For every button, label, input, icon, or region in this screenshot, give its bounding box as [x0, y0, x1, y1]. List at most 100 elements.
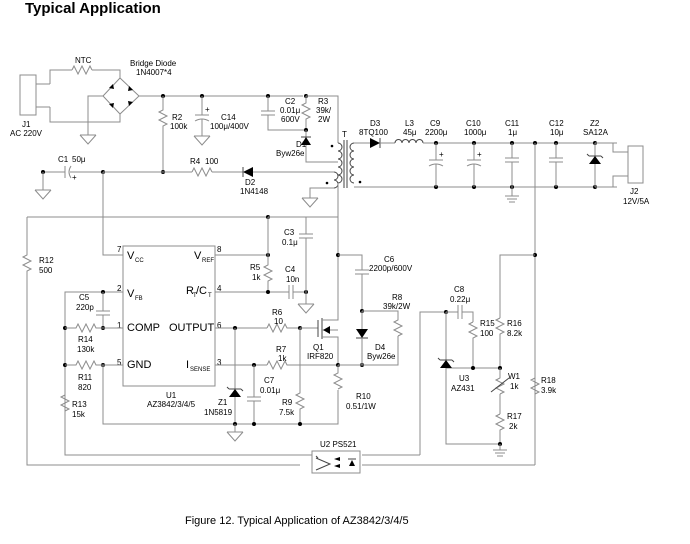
resistor-r17: R17 2k — [494, 412, 522, 444]
r11-value: 820 — [78, 383, 92, 392]
pin-comp: COMP — [127, 322, 160, 334]
r2-label: R2 — [172, 113, 183, 122]
r5-label: R5 — [250, 263, 261, 272]
optocoupler-u2: U2 PS521 — [311, 440, 361, 474]
r14-value: 130k — [77, 345, 95, 354]
t-label: T — [342, 130, 347, 139]
c1-label: C1 — [58, 155, 69, 164]
r12-label: R12 — [39, 256, 54, 265]
pin-8-num: 8 — [217, 245, 222, 254]
resistor-r14: R14 130k — [65, 322, 123, 354]
ntc-label: NTC — [75, 56, 92, 65]
c7-value: 0.01μ — [260, 386, 281, 395]
pin-ct-sub: T — [208, 293, 212, 299]
resistor-r4: R4 100 — [190, 157, 219, 178]
pin-gnd: GND — [127, 359, 152, 371]
r14-label: R14 — [78, 335, 93, 344]
pin-vcc: V — [127, 250, 135, 262]
z2-value: SA12A — [583, 128, 609, 137]
r4-value: 100 — [205, 157, 219, 166]
shunt-regulator-u3: U3 AZ431 — [437, 312, 500, 445]
pin-3-num: 3 — [217, 358, 222, 367]
ntc-thermistor: NTC — [71, 56, 93, 76]
resistor-r15: R15 100 — [467, 319, 495, 368]
c2-value: 0.01μ — [280, 106, 301, 115]
resistor-r3: R3 39k/ 2W — [300, 96, 332, 132]
pin-1-num: 1 — [117, 321, 122, 330]
capacitor-c4: C4 10n — [285, 265, 306, 299]
c12-value: 10μ — [550, 128, 564, 137]
c9-value: 2200μ — [425, 128, 448, 137]
bridge-label: Bridge Diode — [130, 59, 177, 68]
figure-caption: Figure 12. Typical Application of AZ3842… — [185, 515, 409, 527]
pin-vref: V — [194, 250, 202, 262]
c9-label: C9 — [430, 119, 441, 128]
r9-label: R9 — [282, 398, 293, 407]
pin-isense-sub: SENSE — [190, 367, 210, 373]
c12-label: C12 — [549, 119, 564, 128]
r12-value: 500 — [39, 266, 53, 275]
capacitor-c11: C11 1μ — [504, 119, 520, 203]
connector-j1: J1 AC 220V — [10, 74, 50, 138]
capacitor-c2: C2 0.01μ 600V — [261, 96, 306, 131]
r16-value: 8.2k — [507, 329, 523, 338]
r7-label: R7 — [276, 345, 287, 354]
capacitor-c9: + C9 2200μ — [425, 119, 448, 187]
capacitor-c5: C5 220p — [76, 292, 110, 328]
diode-d3: D3 8TQ100 — [359, 119, 388, 148]
d2-value: 1N4148 — [240, 187, 269, 196]
u1-label: U1 — [166, 391, 177, 400]
u1-value: AZ3842/3/4/5 — [147, 400, 196, 409]
connector-j2: J2 12V/5A — [595, 142, 650, 206]
r13-value: 15k — [72, 410, 86, 419]
q1-label: Q1 — [313, 343, 324, 352]
j1-value: AC 220V — [10, 129, 43, 138]
c7-label: C7 — [264, 376, 275, 385]
diode-d1: D1 Byw26e — [276, 130, 338, 163]
r16-label: R16 — [507, 319, 522, 328]
resistor-r6: R6 10 — [266, 308, 300, 334]
pin-isense: I — [186, 359, 189, 371]
c14-value: 100μ/400V — [210, 122, 250, 131]
w1-label: W1 — [508, 372, 521, 381]
pin-vcc-sub: CC — [135, 258, 144, 264]
c10-label: C10 — [466, 119, 481, 128]
d4-label: D4 — [375, 343, 386, 352]
d3-value: 8TQ100 — [359, 128, 388, 137]
r15-value: 100 — [480, 329, 494, 338]
inductor-l3: L3 45μ — [394, 119, 424, 144]
diode-d2: D2 1N4148 — [240, 167, 334, 196]
r3-value: 39k/ — [316, 106, 332, 115]
c6-label: C6 — [384, 255, 395, 264]
pin-vref-sub: REF — [202, 258, 214, 264]
resistor-r5: R5 1k — [250, 263, 261, 282]
pin-rtct: R — [186, 285, 194, 297]
resistor-r11: R11 820 — [65, 359, 123, 392]
c4-value: 10n — [286, 275, 299, 284]
l3-label: L3 — [405, 119, 414, 128]
resistor-r18: R18 3.9k — [529, 376, 557, 395]
d2-label: D2 — [245, 178, 256, 187]
resistor-r7: R7 1k — [266, 345, 338, 371]
r13-label: R13 — [72, 400, 87, 409]
resistor-r2: R2 100k — [157, 96, 188, 170]
potentiometer-w1: W1 1k — [490, 368, 521, 414]
resistor-r8: R8 39k/2W — [362, 293, 411, 337]
r2-value: 100k — [170, 122, 188, 131]
capacitor-c3: C3 0.1μ — [268, 216, 313, 304]
capacitor-c6: C6 2200p/600V — [355, 255, 413, 311]
page-title: Typical Application — [25, 0, 161, 17]
resistor-r9: R9 7.5k — [279, 328, 306, 424]
diode-d4: D4 Byw26e — [356, 311, 396, 365]
z2-label: Z2 — [590, 119, 600, 128]
pin-5-num: 5 — [117, 358, 122, 367]
l3-value: 45μ — [403, 128, 417, 137]
u3-value: AZ431 — [451, 384, 475, 393]
d1-label: D1 — [296, 140, 307, 149]
c5-label: C5 — [79, 293, 90, 302]
r15-label: R15 — [480, 319, 495, 328]
pin-7-num: 7 — [117, 245, 122, 254]
bridge-diode: Bridge Diode 1N4007*4 — [102, 59, 177, 115]
c14-plus: + — [205, 105, 210, 114]
